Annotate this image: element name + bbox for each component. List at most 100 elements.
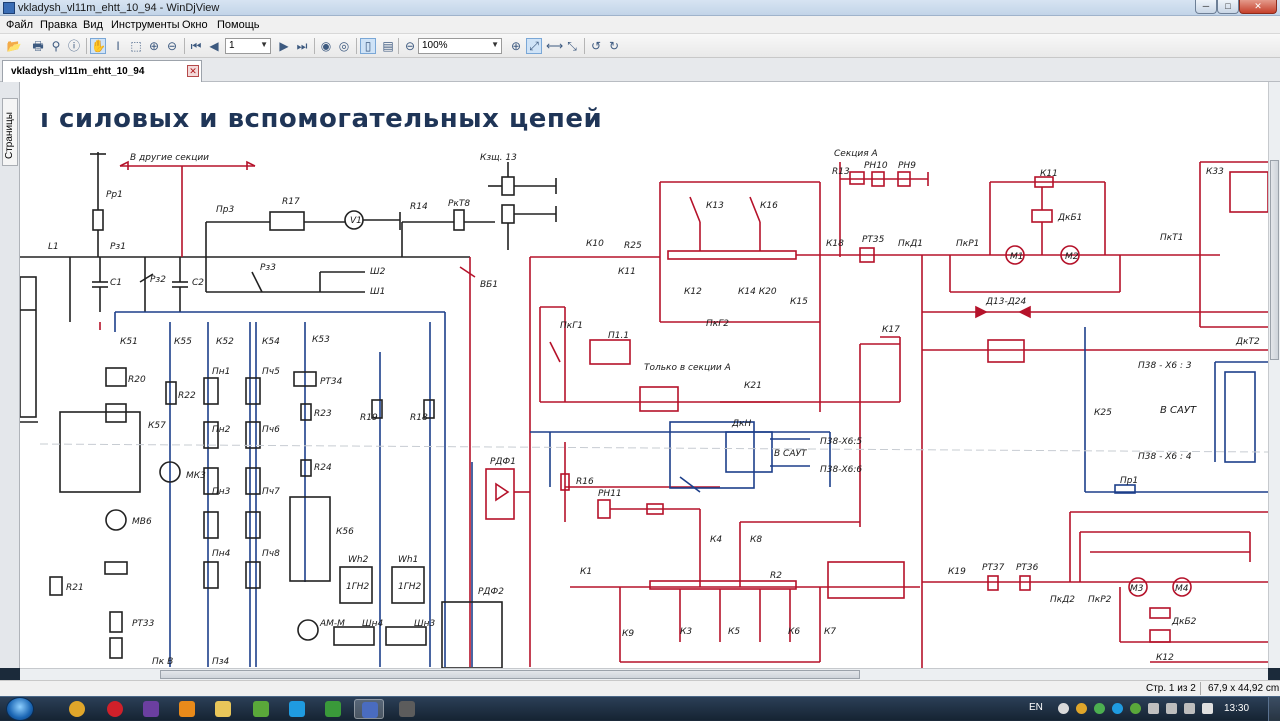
label-k57: К57 — [148, 421, 166, 431]
taskbar-camtasia[interactable] — [318, 699, 348, 719]
select-text-icon[interactable]: I — [116, 39, 120, 53]
label-section-a: Секция А — [834, 149, 878, 159]
print-icon[interactable]: 🖶 — [32, 39, 44, 53]
label-k8: К8 — [750, 535, 762, 545]
open-folder-icon[interactable]: 📂 — [6, 39, 22, 53]
horizontal-scrollbar-thumb[interactable] — [160, 670, 860, 679]
taskbar-utorrent[interactable] — [246, 699, 276, 719]
title-bar: vkladysh_vl11m_ehtt_10_94 - WinDjView ─ … — [0, 0, 1280, 16]
label-pkv: Пк В — [152, 657, 173, 667]
tray-utorrent-icon[interactable] — [1130, 703, 1141, 714]
label-l1: L1 — [48, 242, 59, 252]
rotate-right-icon[interactable]: ↻ — [608, 39, 620, 53]
pages-panel-tab[interactable]: Страницы — [2, 98, 18, 166]
close-button[interactable]: ✕ — [1239, 0, 1277, 14]
document-tab[interactable]: vkladysh_vl11m_ehtt_10_94 ✕ — [2, 60, 202, 82]
tray-skype-icon[interactable] — [1112, 703, 1123, 714]
select-rect-icon[interactable]: ⬚ — [130, 39, 142, 53]
document-view[interactable]: ı силовых и вспомогательных цепей — [20, 82, 1268, 668]
label-k3: К3 — [680, 627, 692, 637]
fit-page-icon[interactable]: ⤢ — [526, 38, 542, 54]
zoom-value: 100% — [422, 40, 448, 51]
start-button[interactable] — [6, 697, 34, 721]
page-number-input[interactable]: 1 ▼ — [225, 38, 271, 54]
menu-file[interactable]: Файл — [6, 19, 34, 31]
forward-icon[interactable]: ◎ — [338, 39, 350, 53]
clock[interactable]: 13:30 — [1224, 703, 1250, 714]
last-page-icon[interactable]: ⏭ — [296, 39, 308, 53]
next-page-icon[interactable]: ▶ — [279, 39, 289, 53]
schematic-heading: ı силовых и вспомогательных цепей — [40, 104, 602, 134]
menu-help[interactable]: Помощь — [217, 19, 260, 31]
toolbar-separator — [398, 38, 399, 54]
menu-tools[interactable]: Инструменты — [111, 19, 180, 31]
label-pkd2: ПкД2 — [1050, 595, 1075, 605]
taskbar-app[interactable] — [392, 699, 422, 719]
zoom-select[interactable]: 100% ▼ — [418, 38, 502, 54]
language-indicator[interactable]: EN — [1029, 702, 1043, 713]
network-icon[interactable] — [1166, 703, 1177, 714]
info-icon[interactable]: ⓘ — [67, 39, 80, 53]
vertical-scrollbar[interactable] — [1268, 82, 1280, 668]
zoom-out-icon[interactable]: ⊖ — [404, 39, 416, 53]
minimize-button[interactable]: ─ — [1195, 0, 1217, 14]
horizontal-scrollbar[interactable] — [20, 668, 1268, 680]
taskbar-explorer[interactable] — [208, 699, 238, 719]
label-k10: К10 — [586, 239, 604, 249]
vertical-scrollbar-thumb[interactable] — [1270, 160, 1279, 360]
close-tab-icon[interactable]: ✕ — [187, 65, 199, 77]
fit-width-icon[interactable]: ⟷ — [546, 39, 564, 53]
menu-view[interactable]: Вид — [83, 19, 103, 31]
hand-tool-icon[interactable]: ✋ — [90, 38, 106, 54]
label-rt34: РТ34 — [320, 377, 343, 387]
zoom-out-tool-icon[interactable]: ⊖ — [166, 39, 178, 53]
zoom-in-tool-icon[interactable]: ⊕ — [148, 39, 160, 53]
folder-icon — [215, 701, 231, 717]
find-icon[interactable]: ⚲ — [51, 39, 61, 53]
taskbar-opera[interactable] — [100, 699, 130, 719]
toolbar-separator — [86, 38, 87, 54]
label-k54: К54 — [262, 337, 280, 347]
label-pch8: Пч8 — [262, 549, 280, 559]
page-size-status: 67,9 x 44,92 cm — [1208, 683, 1280, 694]
taskbar-chrome[interactable] — [62, 699, 92, 719]
label-rkt8: РкТ8 — [448, 199, 470, 209]
tray-icon[interactable] — [1058, 703, 1069, 714]
show-desktop-button[interactable] — [1268, 697, 1280, 721]
menu-bar: Файл Правка Вид Инструменты Окно Помощь — [0, 16, 1280, 34]
circuit-diagram: В другие секции Секция А Только в секции… — [20, 149, 1268, 668]
zoom-in-icon[interactable]: ⊕ — [510, 39, 522, 53]
menu-window[interactable]: Окно — [182, 19, 208, 31]
label-k16: К16 — [760, 201, 778, 211]
label-k18: К18 — [826, 239, 844, 249]
tray-icon[interactable] — [1094, 703, 1105, 714]
label-k1: К1 — [580, 567, 592, 577]
actual-size-icon[interactable]: ⤡ — [567, 39, 577, 53]
label-sh1: Ш1 — [370, 287, 385, 297]
back-icon[interactable]: ◉ — [320, 39, 332, 53]
action-center-icon[interactable] — [1148, 703, 1159, 714]
first-page-icon[interactable]: ⏮ — [190, 39, 202, 53]
label-k52: К52 — [216, 337, 234, 347]
network-icon[interactable] — [1184, 703, 1195, 714]
rotate-left-icon[interactable]: ↺ — [590, 39, 602, 53]
label-mk3: МК3 — [186, 471, 206, 481]
previous-page-icon[interactable]: ◀ — [209, 39, 219, 53]
taskbar-windjview[interactable] — [354, 699, 384, 719]
label-d13-d24: Д13-Д24 — [985, 297, 1026, 307]
taskbar-skype[interactable] — [282, 699, 312, 719]
volume-icon[interactable] — [1202, 703, 1213, 714]
menu-edit[interactable]: Правка — [40, 19, 78, 31]
label-r13: R13 — [832, 167, 850, 177]
label-in-saut: В САУТ — [1160, 405, 1197, 416]
taskbar-media-player[interactable] — [172, 699, 202, 719]
maximize-button[interactable]: □ — [1217, 0, 1239, 14]
chevron-down-icon: ▼ — [260, 40, 268, 49]
label-r25: R25 — [624, 241, 642, 251]
single-page-icon[interactable]: ▯ — [360, 38, 376, 54]
taskbar-visual-studio[interactable] — [136, 699, 166, 719]
tray-chrome-icon[interactable] — [1076, 703, 1087, 714]
label-dkb1: ДкБ1 — [1057, 213, 1082, 223]
label-m4: М4 — [1175, 584, 1189, 594]
continuous-page-icon[interactable]: ▤ — [382, 39, 394, 53]
